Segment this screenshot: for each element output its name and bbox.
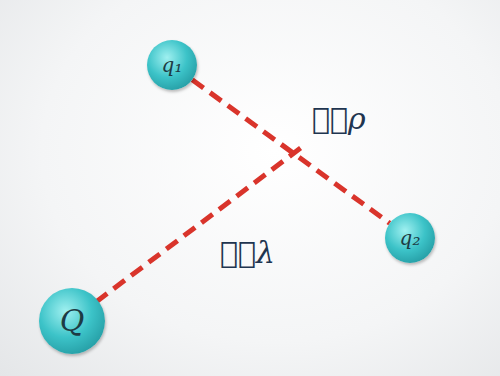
particle-sphere: q₁	[147, 40, 197, 90]
particle-sphere: q₂	[385, 213, 435, 263]
vector-label: ℓ⃗λ	[220, 238, 275, 268]
lambda-coordinate-line	[96, 147, 302, 302]
particle-label: q₁	[162, 55, 183, 75]
rho-coordinate-line	[192, 80, 390, 224]
vector-label: ℓ⃗ρ	[312, 104, 366, 134]
particle-sphere: Q	[39, 288, 105, 354]
particle-label: Q	[60, 306, 85, 336]
particle-label: q₂	[400, 228, 421, 248]
